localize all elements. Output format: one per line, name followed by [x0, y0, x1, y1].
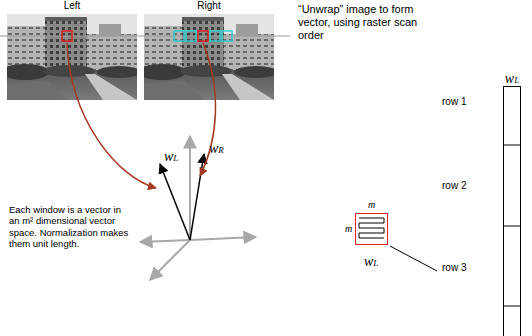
left-window — [62, 31, 72, 41]
text-slot: Right — [197, 0, 220, 11]
row-divider — [503, 226, 521, 227]
vector-arrow — [160, 164, 190, 240]
curved-arrow — [67, 43, 156, 188]
photo-heading: Right — [197, 0, 220, 11]
text-slot: wL — [505, 69, 519, 87]
photo-frame: Left — [7, 14, 137, 100]
row-divider — [503, 306, 521, 307]
label-slot: row 3 — [442, 262, 466, 273]
candidate-window — [186, 31, 196, 41]
scan-line — [0, 36, 290, 37]
left-photo — [1, 14, 141, 100]
label-slot: row 2 — [442, 180, 466, 191]
axis-arrow — [150, 240, 190, 280]
note-text: “Unwrap” image to form vector, using ras… — [298, 3, 420, 43]
label-slot: “Unwrap” image to form vector, using ras… — [298, 3, 420, 43]
label-slot: row 1 — [442, 96, 466, 107]
axis-arrow — [190, 237, 256, 240]
text-slot: m — [368, 199, 375, 210]
label-slot: Each window is a vector in an m² dimensi… — [9, 204, 133, 250]
photo-heading: Left — [64, 0, 81, 11]
row-divider — [503, 145, 521, 146]
axis-arrow — [140, 240, 190, 242]
label-slot: wL — [364, 252, 378, 270]
row-label: row 2 — [442, 180, 466, 191]
vector-label: wR — [209, 142, 224, 156]
window-square: mm — [355, 213, 388, 245]
candidate-window — [210, 31, 220, 41]
raster-path — [359, 218, 384, 238]
right-window — [198, 31, 208, 41]
dimension-label: m — [368, 199, 375, 210]
vector-symbol: wL — [505, 72, 519, 86]
column-vector: wL — [503, 86, 521, 336]
candidate-window — [174, 31, 184, 41]
leader-line — [390, 246, 437, 271]
axis-arrow — [189, 136, 191, 240]
note-text: Each window is a vector in an m² dimensi… — [9, 204, 133, 250]
dimension-label: m — [345, 223, 352, 234]
candidate-window — [222, 31, 232, 41]
vector-label: wL — [364, 255, 378, 269]
curved-arrow — [200, 43, 215, 176]
label-slot: wR — [209, 139, 224, 157]
text-slot: m — [345, 223, 352, 234]
row-label: row 3 — [442, 262, 466, 273]
vector-arrow — [190, 154, 204, 240]
text-slot: Left — [64, 0, 81, 11]
vector-label: wL — [164, 150, 178, 164]
photo-frame: Right — [144, 14, 274, 100]
row-label: row 1 — [442, 96, 466, 107]
label-slot: wL — [164, 147, 178, 165]
